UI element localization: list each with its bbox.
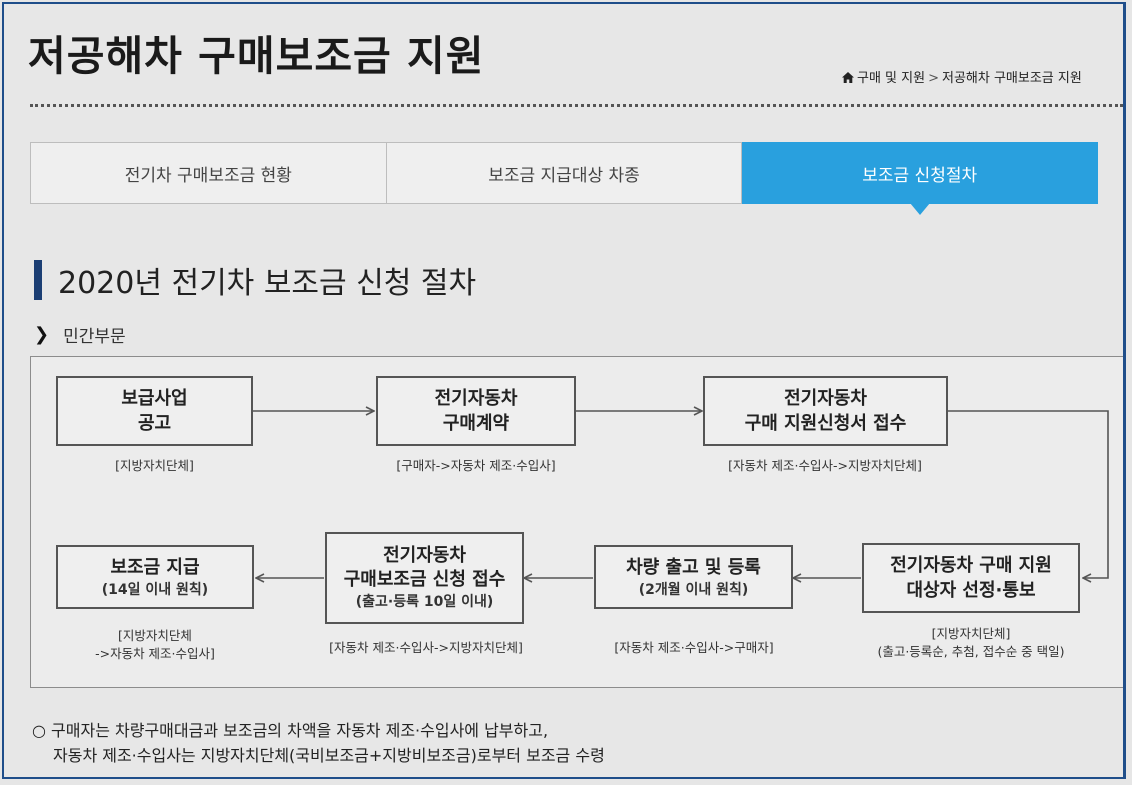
step-7-note: (14일 이내 원칙) bbox=[101, 581, 209, 598]
step-5-title: 차량 출고 및 등록 bbox=[626, 556, 761, 578]
step-1-actor: [지방자치단체] bbox=[56, 457, 253, 475]
step-5-note: (2개월 이내 원칙) bbox=[638, 581, 749, 598]
section-heading: 2020년 전기차 보조금 신청 절차 bbox=[34, 259, 476, 301]
step-box-3: 전기자동차 구매 지원신청서 접수 bbox=[703, 376, 948, 446]
step-5-actor-line-1: [자동차 제조·수입사->구매자] bbox=[614, 640, 774, 655]
page-title: 저공해차 구매보조금 지원 bbox=[28, 32, 485, 80]
step-4-title-line-2: 대상자 선정·통보 bbox=[906, 580, 1036, 601]
step-2-title-line-1: 전기자동차 bbox=[434, 388, 518, 409]
step-5-actor: [자동차 제조·수입사->구매자] bbox=[579, 639, 809, 657]
step-4-title-line-1: 전기자동차 구매 지원 bbox=[890, 555, 1052, 576]
title-divider bbox=[30, 104, 1123, 107]
tab-subsidy-status[interactable]: 전기차 구매보조금 현황 bbox=[30, 142, 387, 204]
breadcrumb-home[interactable]: 구매 및 지원 bbox=[857, 71, 926, 86]
step-4-actor-line-2: (출고·등록순, 추첨, 접수순 중 택일) bbox=[877, 644, 1065, 659]
breadcrumb-separator: > bbox=[928, 71, 939, 86]
step-1-title-line-1: 보급사업 bbox=[121, 388, 188, 409]
step-2-actor: [구매자->자동차 제조·수입사] bbox=[356, 457, 596, 475]
step-3-actor-line-1: [자동차 제조·수입사->지방자치단체] bbox=[728, 458, 922, 473]
flow-arrows bbox=[253, 357, 1109, 689]
home-icon[interactable] bbox=[842, 72, 854, 83]
subsection-heading: ❯ 민간부문 bbox=[34, 322, 126, 347]
tab-eligible-models[interactable]: 보조금 지급대상 차종 bbox=[386, 142, 743, 204]
step-box-4: 전기자동차 구매 지원 대상자 선정·통보 bbox=[862, 543, 1080, 613]
step-box-7: 보조금 지급 (14일 이내 원칙) bbox=[56, 545, 254, 609]
step-3-title-line-2: 구매 지원신청서 접수 bbox=[744, 413, 907, 434]
breadcrumb: 구매 및 지원>저공해차 구매보조금 지원 bbox=[842, 67, 1082, 86]
step-7-actor: [지방자치단체 ->자동차 제조·수입사] bbox=[56, 627, 254, 663]
step-3-actor: [자동차 제조·수입사->지방자치단체] bbox=[695, 457, 955, 475]
step-6-title-line-1: 전기자동차 bbox=[383, 545, 466, 566]
arrow-3-4 bbox=[948, 410, 1109, 578]
step-7-actor-line-1: [지방자치단체 bbox=[118, 628, 192, 643]
step-6-actor-line-1: [자동차 제조·수입사->지방자치단체] bbox=[329, 640, 523, 655]
step-box-6: 전기자동차 구매보조금 신청 접수 (출고·등록 10일 이내) bbox=[325, 532, 524, 624]
step-6-actor: [자동차 제조·수입사->지방자치단체] bbox=[301, 639, 551, 657]
step-3-title-line-1: 전기자동차 bbox=[784, 388, 867, 409]
step-1-title-line-2: 공고 bbox=[137, 413, 172, 434]
payment-note: ○ 구매자는 차량구매대금과 보조금의 차액을 자동차 제조·수입사에 납부하고… bbox=[32, 718, 605, 768]
breadcrumb-current[interactable]: 저공해차 구매보조금 지원 bbox=[941, 71, 1082, 86]
step-6-title-line-2: 구매보조금 신청 접수 bbox=[343, 569, 506, 590]
step-box-5: 차량 출고 및 등록 (2개월 이내 원칙) bbox=[594, 545, 793, 609]
subsection-label: 민간부문 bbox=[63, 327, 126, 347]
step-4-actor: [지방자치단체] (출고·등록순, 추첨, 접수순 중 택일) bbox=[841, 625, 1101, 661]
step-7-actor-line-2: ->자동차 제조·수입사] bbox=[95, 646, 215, 661]
procedure-diagram: 보급사업 공고 [지방자치단체] 전기자동차 구매계약 [구매자->자동차 제조… bbox=[30, 356, 1123, 689]
chevron-right-icon: ❯ bbox=[34, 324, 50, 345]
payment-note-line-2: 자동차 제조·수입사는 지방자치단체(국비보조금+지방비보조금)로부터 보조금 … bbox=[53, 746, 605, 765]
step-6-note: (출고·등록 10일 이내) bbox=[355, 594, 494, 610]
payment-note-line-1: ○ 구매자는 차량구매대금과 보조금의 차액을 자동차 제조·수입사에 납부하고… bbox=[32, 721, 549, 740]
step-4-actor-line-1: [지방자치단체] bbox=[931, 626, 1011, 641]
tab-application-procedure[interactable]: 보조금 신청절차 bbox=[742, 142, 1099, 215]
step-7-title: 보조금 지급 bbox=[110, 556, 200, 578]
tab-bar: 전기차 구매보조금 현황 보조금 지급대상 차종 보조금 신청절차 bbox=[30, 142, 1099, 215]
section-heading-bar bbox=[34, 260, 42, 300]
step-2-title-line-2: 구매계약 bbox=[442, 413, 510, 434]
section-heading-text: 2020년 전기차 보조금 신청 절차 bbox=[58, 266, 477, 301]
step-2-actor-line-1: [구매자->자동차 제조·수입사] bbox=[396, 458, 556, 473]
step-box-1: 보급사업 공고 bbox=[56, 376, 253, 446]
step-1-actor-line-1: [지방자치단체] bbox=[115, 458, 194, 473]
step-box-2: 전기자동차 구매계약 bbox=[376, 376, 576, 446]
